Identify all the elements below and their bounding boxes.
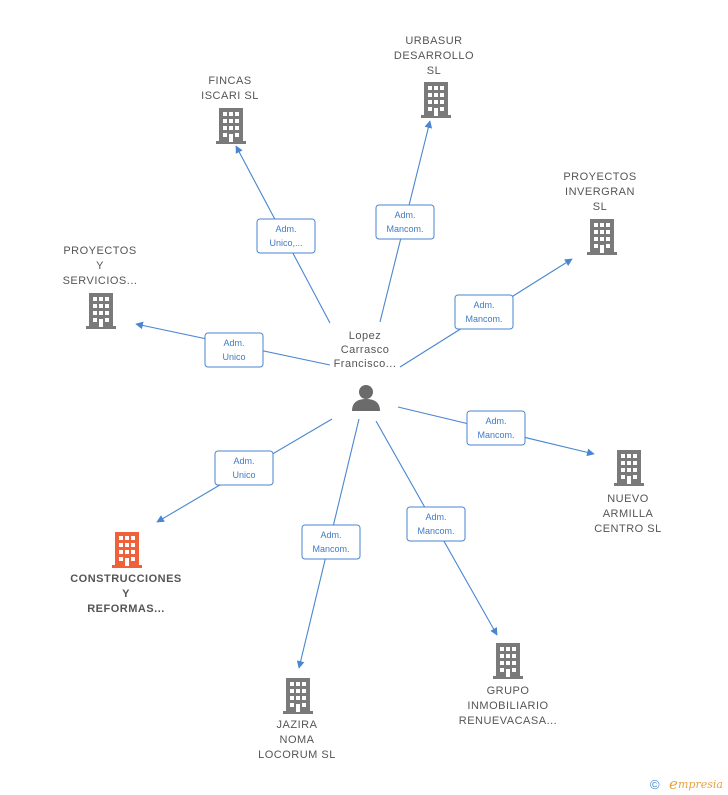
copyright-icon: © [650, 777, 660, 792]
relation-label-line: Mancom. [312, 544, 349, 554]
company-label-line: INMOBILIARIO [467, 700, 548, 712]
brand-name: mpresia [678, 778, 723, 791]
relation-label-line: Mancom. [465, 314, 502, 324]
company-label-line: RENUEVACASA... [459, 715, 558, 727]
relation-label-line: Adm. [485, 416, 506, 426]
relation-badge-box [466, 410, 526, 446]
relation-label-line: Mancom. [417, 526, 454, 536]
company-label-line: INVERGRAN [565, 186, 635, 198]
relation-label-line: Unico [222, 352, 245, 362]
edge-jazira: Adm. Mancom. [296, 418, 361, 669]
edge-urbasur: Adm. Mancom. [375, 120, 435, 323]
relation-badge-box [214, 450, 274, 486]
person-label-line: Carrasco [341, 344, 390, 356]
company-node-urbasur[interactable]: URBASUR DESARROLLO SL [394, 35, 474, 118]
relation-badge-box [256, 218, 316, 254]
relation-label-line: Adm. [473, 300, 494, 310]
company-label-line: PROYECTOS [563, 171, 636, 183]
company-label-line: DESARROLLO [394, 50, 474, 62]
relation-label-line: Adm. [233, 456, 254, 466]
edges: Adm. Unico,... Adm. Mancom. Adm. Mancom. Adm. U… [135, 120, 595, 669]
relation-badge[interactable]: Adm. Mancom. [454, 294, 514, 330]
company-label-line: NOMA [280, 734, 315, 746]
company-label-line: GRUPO [487, 685, 530, 697]
relation-label-line: Adm. [425, 512, 446, 522]
building-icon [493, 643, 523, 679]
company-label-line: REFORMAS... [87, 603, 165, 615]
building-icon [112, 532, 142, 568]
company-node-invergran[interactable]: PROYECTOS INVERGRAN SL [563, 171, 636, 255]
company-label-line: SL [427, 65, 441, 77]
relation-badge[interactable]: Adm. Unico [204, 332, 264, 368]
relation-label-line: Adm. [275, 224, 296, 234]
relation-badge-box [406, 506, 466, 542]
company-label-line: SL [593, 201, 607, 213]
brand-initial: e [669, 775, 678, 793]
edge-fincas: Adm. Unico,... [235, 145, 331, 324]
relation-label-line: Unico [232, 470, 255, 480]
relation-badge[interactable]: Adm. Mancom. [375, 204, 435, 240]
relation-label-line: Adm. [394, 210, 415, 220]
person-label-line: Lopez [349, 330, 381, 342]
relation-badge-box [454, 294, 514, 330]
building-icon [283, 678, 313, 714]
building-icon [587, 219, 617, 255]
relation-label-line: Mancom. [477, 430, 514, 440]
relation-label-line: Mancom. [386, 224, 423, 234]
company-node-nuevo_armilla[interactable]: NUEVO ARMILLA CENTRO SL [594, 450, 661, 535]
company-label-line: LOCORUM SL [258, 749, 336, 761]
relation-label-line: Adm. [320, 530, 341, 540]
relation-label-line: Unico,... [269, 238, 302, 248]
company-label-line: ARMILLA [603, 508, 654, 520]
company-label-line: NUEVO [607, 493, 649, 505]
company-node-fincas[interactable]: FINCAS ISCARI SL [201, 75, 259, 144]
company-node-jazira[interactable]: JAZIRA NOMA LOCORUM SL [258, 678, 336, 761]
person-icon [352, 385, 380, 411]
relation-badge[interactable]: Adm. Mancom. [466, 410, 526, 446]
company-label-line: URBASUR [405, 35, 462, 47]
relation-badge-box [204, 332, 264, 368]
relation-badge[interactable]: Adm. Unico,... [256, 218, 316, 254]
relation-badge[interactable]: Adm. Mancom. [406, 506, 466, 542]
company-label-line: PROYECTOS [63, 245, 136, 257]
company-label-line: JAZIRA [277, 719, 318, 731]
edge-proyectos_servicios: Adm. Unico [135, 321, 331, 368]
edge-renuevacasa: Adm. Mancom. [375, 420, 498, 636]
company-label-line: ISCARI SL [201, 90, 259, 102]
relation-badge-box [301, 524, 361, 560]
building-icon [421, 82, 451, 118]
company-label-line: CENTRO SL [594, 523, 661, 535]
edge-construcciones: Adm. Unico [156, 418, 333, 523]
company-label-line: Y [122, 588, 130, 600]
company-node-renuevacasa[interactable]: GRUPO INMOBILIARIO RENUEVACASA... [459, 643, 558, 727]
company-label-line: CONSTRUCCIONES [70, 573, 182, 585]
edge-invergran: Adm. Mancom. [399, 258, 573, 368]
building-icon [86, 293, 116, 329]
company-label-line: SERVICIOS... [63, 275, 138, 287]
building-icon [614, 450, 644, 486]
person-label-line: Francisco... [334, 358, 397, 370]
center-person[interactable]: LopezCarrascoFrancisco... [334, 330, 397, 411]
relation-badge-box [375, 204, 435, 240]
building-icon [216, 108, 246, 144]
relation-badge[interactable]: Adm. Mancom. [301, 524, 361, 560]
relation-label-line: Adm. [223, 338, 244, 348]
company-label-line: Y [96, 260, 104, 272]
company-node-construcciones[interactable]: CONSTRUCCIONES Y REFORMAS... [70, 532, 182, 615]
company-node-proyectos_servicios[interactable]: PROYECTOS Y SERVICIOS... [63, 245, 138, 329]
company-label-line: FINCAS [208, 75, 251, 87]
edge-nuevo_armilla: Adm. Mancom. [397, 406, 595, 457]
relation-badge[interactable]: Adm. Unico [214, 450, 274, 486]
